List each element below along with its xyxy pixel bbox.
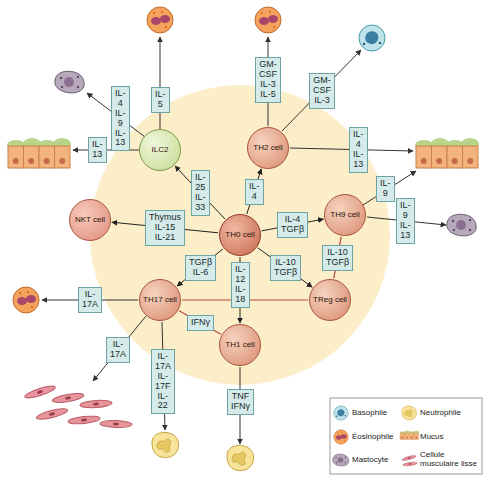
differentiation-arrow — [177, 249, 223, 286]
cytokine-box: Thymus IL-15 IL-21 — [145, 210, 185, 246]
cytokine-box: GM-CSF IL-3 IL-5 — [255, 57, 281, 103]
cytokine-box: IL-10 TGFβ — [322, 245, 353, 271]
mucus-epithelium — [7, 138, 71, 168]
cell-circle: TReg cell — [309, 279, 351, 321]
cell-label: TH9 cell — [328, 211, 362, 220]
cell-circle: TH1 cell — [219, 324, 261, 366]
cell-circle: TH9 cell — [324, 194, 366, 236]
cell-circle: TH0 cell — [219, 214, 261, 256]
cytokine-box: IL-9 IL-13 — [396, 198, 415, 244]
cell-label: TReg cell — [313, 296, 347, 305]
legend-text: Mucus — [420, 433, 480, 442]
legend-text: Éosinophile — [352, 433, 412, 442]
legend-icons — [333, 406, 419, 467]
legend-text: Cellule musculaire lisse — [420, 451, 480, 469]
neutrophil-icon — [152, 432, 179, 457]
cytokine-box: IL-4 TGFβ — [277, 212, 308, 238]
eosinophil-icon — [13, 287, 39, 313]
legend-box — [330, 398, 482, 474]
legend-text: Neutrophile — [420, 409, 480, 418]
smooth-muscle-icon — [24, 384, 132, 428]
legend-text: Basophile — [352, 409, 412, 418]
legend-text: Mastocyte — [352, 456, 412, 465]
basophil-icon — [359, 25, 385, 51]
cytokine-box: IL-4 IL-9 IL-13 — [111, 86, 130, 151]
leader-lines — [42, 37, 446, 444]
eosinophil-icon — [255, 7, 281, 33]
cytokine-box: IL-17A IL-17F IL-22 — [151, 349, 175, 414]
cytokine-box: IFNγ — [187, 315, 214, 331]
differentiation-arrow — [258, 248, 312, 287]
cell-label: TH1 cell — [223, 341, 257, 350]
neutrophil-icon — [227, 445, 254, 470]
cytokine-box: IL-12 IL-18 — [231, 262, 250, 308]
cytokine-box: GM-CSF IL-3 — [309, 73, 335, 109]
mucus-epithelium — [415, 138, 479, 168]
cytokine-box: IL-17A — [78, 287, 102, 313]
mastocyte-icon — [447, 214, 476, 236]
inhibition-line — [179, 311, 221, 334]
cell-circle: TH17 cell — [139, 279, 181, 321]
cytokine-box: IL-17A — [106, 337, 130, 363]
mastocyte-icon — [55, 71, 84, 93]
cytokine-box: IL-9 — [376, 176, 395, 202]
cell-circle: TH2 cell — [247, 127, 289, 169]
cytokine-box: IL-4 — [245, 179, 264, 205]
cytokine-box: TGFβ IL-6 — [185, 255, 216, 281]
cell-label: NKT cell — [73, 216, 107, 225]
cell-circle: ILC2 — [139, 129, 181, 171]
cytokine-box: IL-13 — [88, 137, 107, 163]
cytokine-box: TNF IFNγ — [227, 389, 254, 415]
cell-label: ILC2 — [143, 146, 177, 155]
cytokine-box: IL-25 IL-33 — [191, 170, 210, 216]
cytokine-box: IL-5 — [151, 87, 170, 113]
cell-circle: NKT cell — [69, 199, 111, 241]
cell-label: TH17 cell — [143, 296, 177, 305]
cell-label: TH2 cell — [251, 144, 285, 153]
cell-label: TH0 cell — [223, 231, 257, 240]
eosinophil-icon — [147, 7, 173, 33]
cytokine-box: IL-4 IL-13 — [349, 127, 368, 173]
cytokine-box: IL-10 TGFβ — [270, 255, 301, 281]
